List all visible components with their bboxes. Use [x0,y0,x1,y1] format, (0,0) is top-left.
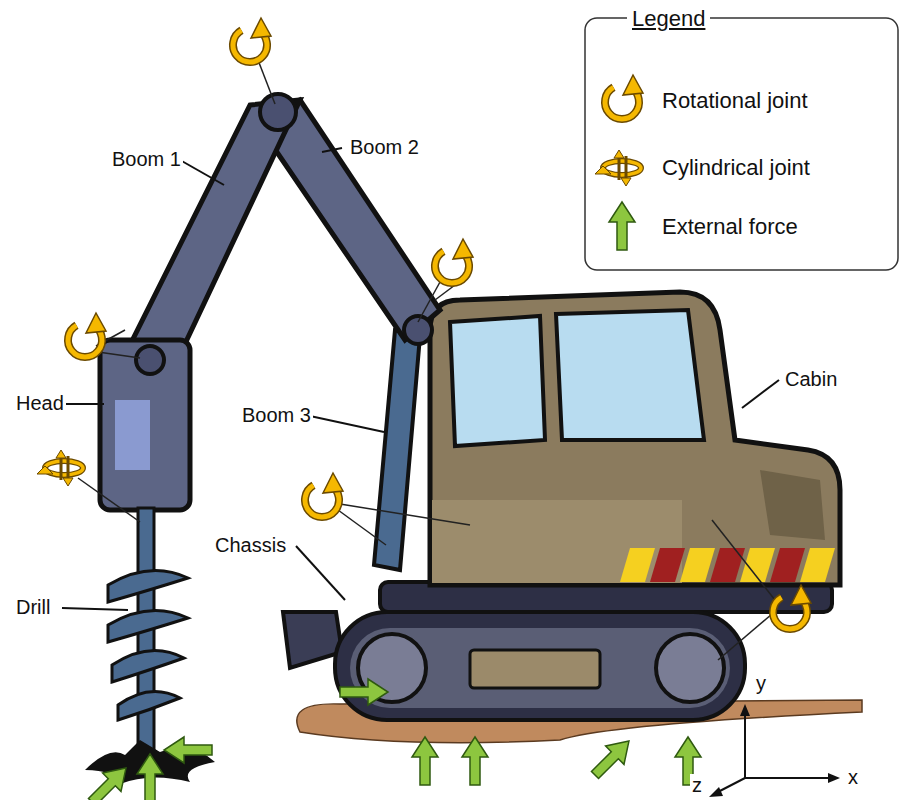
part-label: Cabin [783,368,839,391]
axis-label: z [690,774,704,797]
part-label: Boom 2 [348,136,421,159]
drill-auger [118,691,180,720]
part-label: Chassis [213,534,288,557]
external-force-arrow [340,679,388,705]
joint-pointer-lines [338,510,386,545]
part-label: Drill [14,596,52,619]
cabin [620,548,655,582]
legend-title: Legend [627,6,710,31]
cabin [770,548,805,582]
external-force-arrow [609,202,635,250]
joint-pointer-lines [78,478,140,522]
external-force-arrow [412,737,438,785]
leader-lines [310,416,384,432]
leader-lines [322,148,342,152]
leader-lines [296,546,345,600]
cabin [556,310,704,440]
boom-arms [115,400,150,470]
boom-arms [404,316,432,344]
cabin [650,548,685,582]
legend-text: External force [660,214,800,239]
part-label: Boom 3 [240,404,313,427]
cabin [710,548,745,582]
chassis [656,634,724,702]
cabin [450,316,545,446]
axis-triad [709,704,840,797]
chassis [283,582,832,720]
chassis [335,612,745,720]
axis-label: y [754,672,768,695]
external-force-arrow [83,759,135,800]
boom-arms [260,94,296,130]
boom-arms [100,340,190,510]
external-force-arrow [164,737,212,763]
axis-triad [740,704,750,716]
joint-pointer-lines [718,614,772,660]
axis-triad [745,777,832,779]
chassis [350,628,730,708]
rotational-joint-symbol [68,313,106,357]
external-force-arrow [462,737,488,785]
leader-lines [62,608,128,610]
cabin [760,470,825,540]
axis-triad [828,773,840,783]
leader-lines [180,160,224,185]
axis-label: x [846,766,860,789]
cabin [800,548,835,582]
cabin [430,292,840,585]
drill-auger [112,650,184,682]
rotational-joint-symbol [435,239,473,283]
drill-auger [85,508,215,784]
legend-box [585,18,898,270]
drill-auger [108,610,188,642]
legend-text: Cylindrical joint [660,155,812,180]
drill-auger [138,508,154,768]
leader-lines [66,403,104,405]
external-force-arrow [137,754,163,800]
joint-pointer-lines [435,285,455,300]
cabin [680,548,715,582]
boom-arms [136,346,164,374]
rotational-joint-symbol [233,18,271,62]
joint-pointer-lines [78,60,775,660]
rotational-joint-symbol [773,585,811,629]
axis-triad [744,712,746,778]
cylindrical-joint-symbol [595,150,641,186]
boom-arms [374,330,420,570]
axis-triad [709,787,723,797]
boom-arms [125,100,300,365]
chassis [470,650,600,688]
rotational-joint-symbol [305,473,343,517]
boom-arms [100,94,440,570]
external-force-arrow [586,732,638,784]
rotational-joint-symbol [605,75,643,119]
cylindrical-joint-symbol [37,450,83,486]
legend-text: Rotational joint [660,88,810,113]
leader-lines [742,380,779,408]
joint-pointer-lines [340,504,470,525]
cabin [432,500,682,583]
cabin [430,292,840,585]
part-label: Boom 1 [110,148,183,171]
joint-pointer-lines [98,352,140,358]
chassis [283,612,342,668]
part-label: Head [14,392,66,415]
joint-pointer-lines [418,282,440,322]
joint-pointer-lines [712,520,775,600]
joint-pointer-lines [258,60,275,104]
drill-auger [108,570,188,602]
